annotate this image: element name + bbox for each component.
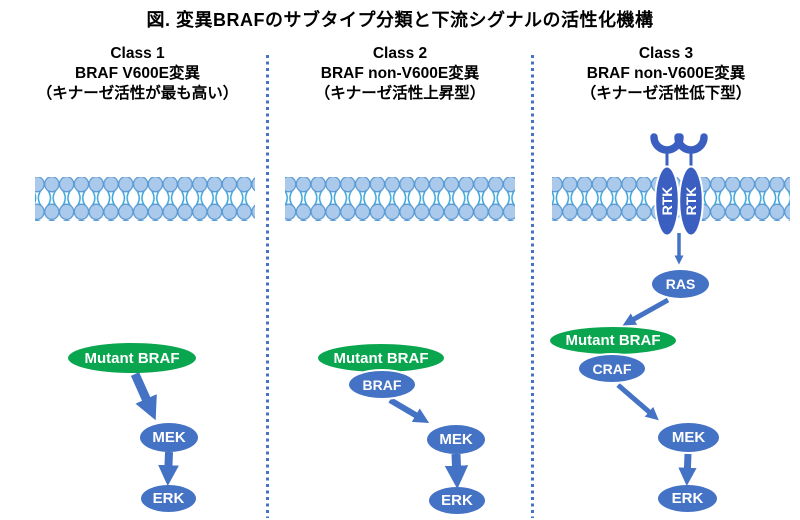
node-class3-craf: CRAF — [577, 353, 647, 384]
node-class3-erk-label: ERK — [671, 490, 704, 507]
node-class1-mek-label: MEK — [152, 429, 186, 446]
node-class3-erk: ERK — [658, 485, 717, 512]
class2-label: Class 2 — [372, 45, 428, 62]
node-class2-braf-label: BRAF — [362, 376, 402, 393]
node-class1-erk: ERK — [141, 485, 196, 512]
node-class2-erk-label: ERK — [441, 492, 473, 509]
node-class2-mek: MEK — [427, 425, 485, 454]
class2-mutation-label: BRAF non-V600E変異 — [320, 65, 480, 82]
class1-mutation-label: BRAF V600E変異 — [75, 65, 200, 82]
arrow-class3-craf-to-mek — [616, 383, 659, 421]
column-header-class2: Class 2 BRAF non-V600E変異 （キナーゼ活性上昇型） — [272, 44, 528, 104]
node-class3-mutant-braf-label: Mutant BRAF — [565, 332, 661, 349]
node-class1-erk-label: ERK — [152, 490, 185, 507]
rtk-left-label: RTK — [659, 187, 675, 216]
class1-label: Class 1 — [110, 45, 165, 62]
arrow-class1-mek-to-erk — [158, 451, 179, 486]
node-class1-mek: MEK — [140, 423, 198, 452]
node-class2-erk: ERK — [429, 487, 485, 514]
cell-membrane-class1 — [35, 177, 255, 221]
rtk-right-label: RTK — [683, 187, 699, 216]
node-class3-ras-label: RAS — [665, 276, 696, 292]
class3-kinase-label: （キナーゼ活性低下型） — [580, 85, 752, 102]
rtk-body-right — [678, 165, 704, 237]
rtk-receptor: RTK RTK — [650, 133, 708, 237]
arrow-class1-mutantbraf-to-mek — [130, 372, 157, 421]
column-divider-2 — [531, 55, 534, 518]
arrow-class2-mek-to-erk — [444, 453, 469, 489]
class1-kinase-label: （キナーゼ活性が最も高い） — [36, 85, 239, 102]
node-class2-braf: BRAF — [347, 369, 417, 400]
node-class3-mek: MEK — [658, 423, 719, 452]
arrow-class3-mek-to-erk — [678, 453, 697, 486]
node-class2-mutant-braf-label: Mutant BRAF — [333, 349, 429, 367]
column-header-class3: Class 3 BRAF non-V600E変異 （キナーゼ活性低下型） — [538, 44, 794, 104]
class3-mutation-label: BRAF non-V600E変異 — [586, 65, 746, 82]
arrow-class3-ras-to-mutantbraf — [622, 297, 670, 326]
node-class1-mutant-braf: Mutant BRAF — [68, 343, 196, 373]
node-class3-mutant-braf: Mutant BRAF — [550, 327, 676, 354]
class2-kinase-label: （キナーゼ活性上昇型） — [314, 85, 486, 102]
node-class1-mutant-braf-label: Mutant BRAF — [84, 349, 180, 367]
node-class3-ras: RAS — [652, 270, 709, 298]
cell-membrane-class2 — [285, 177, 515, 221]
column-header-class1: Class 1 BRAF V600E変異 （キナーゼ活性が最も高い） — [15, 44, 260, 104]
arrow-class2-braf-to-mek — [388, 397, 430, 424]
node-class3-mek-label: MEK — [671, 429, 706, 446]
node-class3-craf-label: CRAF — [592, 360, 632, 377]
figure-title: 図. 変異BRAFのサブタイプ分類と下流シグナルの活性化機構 — [146, 10, 654, 30]
class3-label: Class 3 — [638, 45, 694, 62]
node-class2-mek-label: MEK — [439, 431, 473, 448]
node-class2-mutant-braf: Mutant BRAF — [318, 344, 444, 372]
column-divider-1 — [266, 55, 269, 518]
